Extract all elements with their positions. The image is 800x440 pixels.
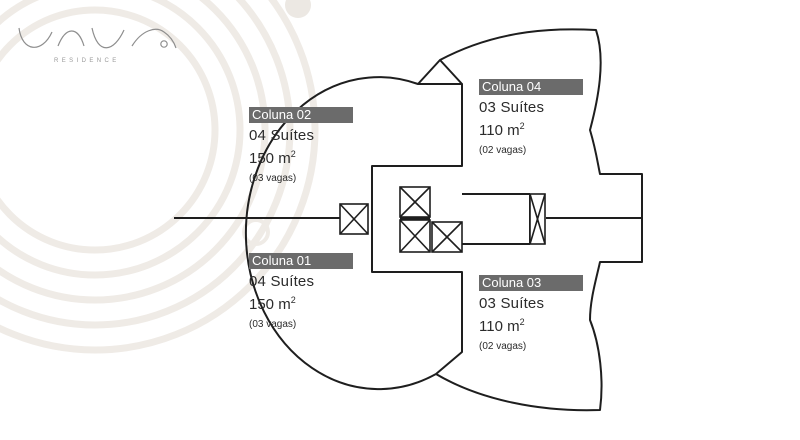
column-tag: Coluna 01 (249, 253, 353, 269)
left-units-outline (244, 76, 463, 391)
column-area: 150 m2 (249, 149, 296, 167)
column-block-03: Coluna 03 03 Suítes 110 m2 (02 vagas) (479, 274, 583, 355)
ring-2 (0, 0, 244, 279)
column-block-04: Coluna 04 03 Suítes 110 m2 (02 vagas) (479, 78, 583, 159)
shaft-box-4 (431, 221, 463, 253)
column-block-01: Coluna 01 04 Suítes 150 m2 (03 vagas) (249, 252, 353, 333)
column-parking: (03 vagas) (249, 319, 297, 330)
ring-4 (0, 0, 294, 329)
decor-dot (285, 0, 311, 18)
shaft-box-1 (339, 203, 369, 235)
column-area: 150 m2 (249, 295, 296, 313)
shaft-box-3 (399, 219, 431, 253)
column-parking: (02 vagas) (479, 145, 527, 156)
column-suites: 04 Suítes (249, 127, 315, 144)
shaft-box-2 (399, 186, 431, 218)
notch-top (417, 59, 463, 85)
ring-5 (0, 0, 319, 354)
column-tag: Coluna 02 (249, 107, 353, 123)
ring-3 (0, 0, 269, 304)
column-area: 110 m2 (479, 317, 525, 335)
column-suites: 04 Suítes (249, 273, 315, 290)
ring-1 (0, 6, 219, 254)
column-suites: 03 Suítes (479, 99, 545, 116)
column-area: 110 m2 (479, 121, 525, 139)
column-parking: (02 vagas) (479, 341, 527, 352)
decor-small-circle (242, 218, 270, 246)
column-block-02: Coluna 02 04 Suítes 150 m2 (03 vagas) (249, 106, 353, 187)
column-parking: (03 vagas) (249, 173, 297, 184)
column-tag: Coluna 03 (479, 275, 583, 291)
column-suites: 03 Suítes (479, 295, 545, 312)
shaft-box-5 (529, 193, 546, 245)
column-tag: Coluna 04 (479, 79, 583, 95)
logo-wordmark (18, 27, 177, 49)
logo-subtitle: RESIDENCE (54, 58, 120, 64)
